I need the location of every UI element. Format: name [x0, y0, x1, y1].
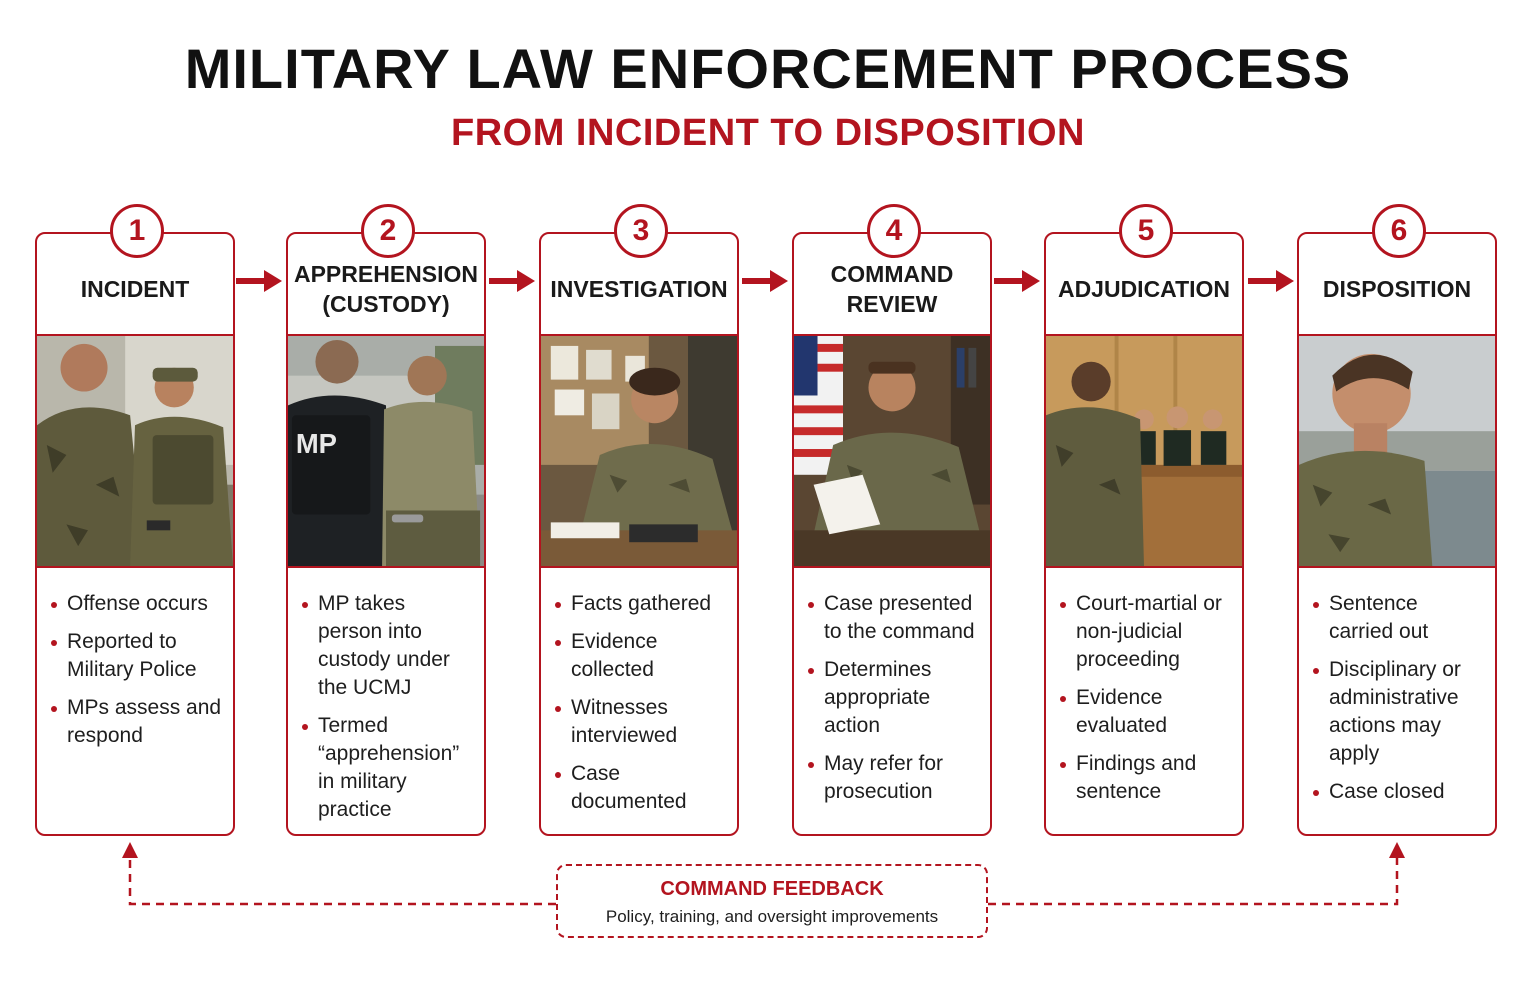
step-number-badge: 4: [867, 204, 921, 258]
step-bullets: Sentence carried out Disciplinary or adm…: [1299, 568, 1495, 806]
step-number-badge: 3: [614, 204, 668, 258]
incident-photo: [37, 336, 233, 568]
page-subtitle: FROM INCIDENT TO DISPOSITION: [451, 112, 1085, 154]
step-investigation: 3 INVESTIGATION Facts gathered Evidence …: [539, 204, 739, 836]
bullet: Facts gathered: [555, 590, 727, 618]
bullet: Sentence carried out: [1313, 590, 1485, 646]
apprehension-photo: MP: [288, 336, 484, 568]
step-bullets: Court-martial or non-judicial proceeding…: [1046, 568, 1242, 806]
step-command-review: 4 COMMAND REVIEW Case presented to the c…: [792, 204, 992, 836]
step-number-badge: 2: [361, 204, 415, 258]
arrow-right-icon: [236, 270, 282, 292]
page-title: MILITARY LAW ENFORCEMENT PROCESS: [184, 37, 1352, 100]
bullet: Case presented to the command: [808, 590, 980, 646]
command-feedback-box: COMMAND FEEDBACK Policy, training, and o…: [556, 864, 988, 938]
bullet: Termed “apprehension” in military practi…: [302, 712, 474, 824]
arrow-up-icon: [122, 842, 138, 858]
bullet: Offense occurs: [51, 590, 223, 618]
step-title: INVESTIGATION: [541, 234, 737, 336]
step-adjudication: 5 ADJUDICATION Court-martial or non-judi…: [1044, 204, 1244, 836]
command-review-photo: [794, 336, 990, 568]
step-bullets: Offense occurs Reported to Military Poli…: [37, 568, 233, 750]
arrow-right-icon: [489, 270, 535, 292]
disposition-photo: [1299, 336, 1495, 568]
step-bullets: Case presented to the command Determines…: [794, 568, 990, 806]
arrow-right-icon: [1248, 270, 1294, 292]
step-apprehension: 2 APPREHENSION (CUSTODY) MP MP takes per…: [286, 204, 486, 836]
feedback-title: COMMAND FEEDBACK: [660, 878, 884, 900]
step-number-badge: 1: [110, 204, 164, 258]
step-number-badge: 5: [1119, 204, 1173, 258]
bullet: Case closed: [1313, 778, 1485, 806]
step-disposition: 6 DISPOSITION Sentence carried out Disci…: [1297, 204, 1497, 836]
arrow-right-icon: [994, 270, 1040, 292]
bullet: Determines appropriate action: [808, 656, 980, 740]
feedback-subtitle: Policy, training, and oversight improvem…: [605, 907, 939, 926]
bullet: Witnesses interviewed: [555, 694, 727, 750]
bullet: Case documented: [555, 760, 727, 816]
step-title: ADJUDICATION: [1046, 234, 1242, 336]
adjudication-photo: [1046, 336, 1242, 568]
step-title: APPREHENSION (CUSTODY): [288, 234, 484, 336]
step-bullets: MP takes person into custody under the U…: [288, 568, 484, 824]
bullet: Disciplinary or administrative actions m…: [1313, 656, 1485, 768]
arrow-right-icon: [742, 270, 788, 292]
bullet: Reported to Military Police: [51, 628, 223, 684]
bullet: MP takes person into custody under the U…: [302, 590, 474, 702]
step-incident: 1 INCIDENT Offense occurs Reported to Mi…: [35, 204, 235, 836]
step-bullets: Facts gathered Evidence collected Witnes…: [541, 568, 737, 816]
step-title: INCIDENT: [37, 234, 233, 336]
bullet: May refer for prosecution: [808, 750, 980, 806]
bullet: Evidence evaluated: [1060, 684, 1232, 740]
step-number-badge: 6: [1372, 204, 1426, 258]
step-title: DISPOSITION: [1299, 234, 1495, 336]
bullet: MPs assess and respond: [51, 694, 223, 750]
step-title: COMMAND REVIEW: [794, 234, 990, 336]
arrow-up-icon: [1389, 842, 1405, 858]
investigation-photo: [541, 336, 737, 568]
bullet: Evidence collected: [555, 628, 727, 684]
bullet: Court-martial or non-judicial proceeding: [1060, 590, 1232, 674]
bullet: Findings and sentence: [1060, 750, 1232, 806]
vest-label: MP: [296, 428, 337, 459]
